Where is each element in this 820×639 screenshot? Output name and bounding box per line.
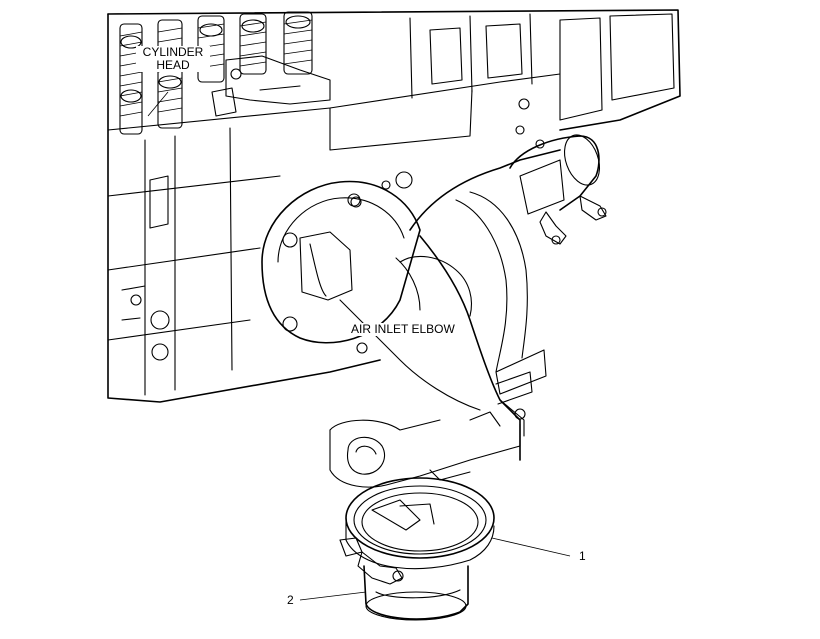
cylinder-head-label: CYLINDER HEAD [136, 46, 210, 72]
callout-number-1: 1 [579, 549, 586, 563]
leader-line-2 [299, 591, 367, 601]
cylinder-head-block [107, 9, 681, 403]
leader-line-1 [491, 537, 571, 557]
callout-number-2: 2 [287, 593, 294, 607]
cylinder-head-label-line1: CYLINDER [142, 45, 204, 59]
leader-line-cylinder-head [147, 91, 169, 117]
band-clamp [339, 477, 495, 585]
upper-pipe-clamp [509, 134, 607, 245]
cylinder-head-label-line2: HEAD [156, 58, 190, 72]
air-inlet-elbow-body [329, 149, 561, 488]
adapter-tube [363, 565, 469, 621]
callout-leaders [147, 91, 571, 601]
mounting-flange [261, 180, 421, 354]
valve-springs [119, 11, 331, 135]
air-inlet-elbow-label: AIR INLET ELBOW [350, 322, 456, 336]
